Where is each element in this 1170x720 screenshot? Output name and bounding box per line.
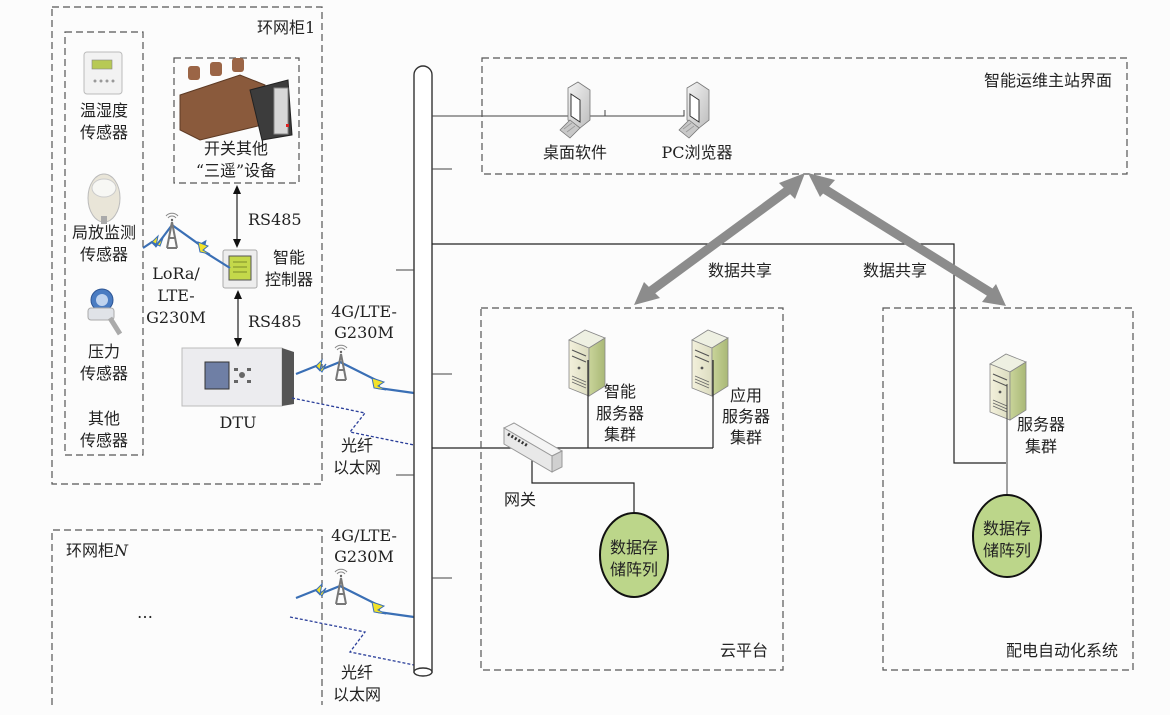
storage-link-cloud	[531, 448, 635, 515]
data-sharing-label: 数据共享	[708, 261, 772, 280]
desktop-computer-icon	[559, 81, 591, 139]
master-station-title: 智能运维主站界面	[984, 71, 1112, 90]
cloud-platform-title: 云平台	[720, 641, 768, 660]
smart-server-icon	[568, 329, 606, 397]
distribution-automation-boundary	[882, 307, 1134, 671]
app-server-label: 集群	[730, 428, 762, 447]
smart-server-label: 服务器	[596, 404, 644, 423]
app-server-label: 服务器	[722, 407, 770, 426]
sensor-label: 传感器	[80, 245, 128, 264]
ellipsis: …	[137, 603, 153, 622]
gateway-label: 网关	[504, 490, 536, 509]
distribution-server-label: 集群	[1025, 437, 1057, 456]
storage-label: 数据存	[610, 538, 658, 557]
switchgear-icon	[179, 58, 293, 141]
ring-unit-1-boundary	[51, 6, 323, 485]
pc-browser-link	[605, 110, 685, 117]
switch-device-label: 开关其他	[204, 139, 268, 158]
distribution-server-icon	[989, 353, 1027, 421]
smart-controller-icon	[222, 249, 258, 289]
pc-browser-label: PC浏览器	[661, 143, 732, 162]
sensor-label: 局放监测	[72, 223, 136, 242]
gateway-icon	[502, 422, 564, 473]
lora-label: LoRa/	[152, 264, 200, 283]
dtu-icon	[181, 347, 294, 407]
data-sharing-arrow-distribution	[808, 173, 1006, 306]
ring-unit-n-fiber-uplink	[289, 616, 415, 666]
dtu-wireless-uplink	[295, 358, 415, 395]
distribution-storage-array	[972, 494, 1042, 578]
controller-label: 控制器	[265, 270, 313, 289]
sensor-label: 传感器	[80, 123, 128, 142]
wireless-uplink-label: 4G/LTE-	[331, 526, 397, 545]
rs485-label-lower: RS485	[248, 312, 302, 331]
ring-unit-n-title-prefix: 环网柜	[66, 541, 114, 560]
distribution-server-label: 服务器	[1017, 415, 1065, 434]
temp-humidity-sensor-icon	[83, 51, 123, 95]
rs485-link-lower	[234, 290, 242, 347]
fiber-uplink-label: 以太网	[333, 458, 381, 477]
sensor-label: 其他	[88, 409, 120, 428]
ring-unit-n-title-suffix: N	[113, 541, 129, 560]
distribution-automation-title: 配电自动化系统	[1006, 641, 1118, 660]
pressure-sensor-icon	[87, 288, 123, 336]
sensor-label: 压力	[88, 342, 120, 361]
controller-label: 智能	[273, 248, 305, 267]
fiber-uplink-label: 以太网	[333, 685, 381, 704]
switch-device-label: “三遥”设备	[196, 161, 276, 180]
partial-discharge-sensor-icon	[87, 173, 121, 224]
ring-unit-n-title: 环网柜N	[66, 541, 129, 560]
app-server-label: 应用	[730, 386, 762, 405]
wireless-uplink-label: G230M	[334, 323, 394, 342]
storage-label: 储阵列	[983, 541, 1031, 560]
cloud-storage-array	[599, 512, 669, 598]
storage-label: 数据存	[983, 519, 1031, 538]
bus-to-distribution-link	[432, 243, 1006, 464]
data-sharing-arrow-cloud	[634, 173, 805, 305]
communication-bus	[396, 65, 452, 677]
desktop-software-label: 桌面软件	[543, 143, 607, 162]
cloud-platform-boundary	[480, 307, 784, 671]
dtu-label: DTU	[220, 413, 257, 432]
ring-unit-1-title: 环网柜1	[257, 18, 315, 37]
wireless-uplink-label: G230M	[334, 547, 394, 566]
sensor-group-boundary	[64, 31, 144, 456]
dtu-fiber-uplink	[291, 397, 415, 446]
fiber-uplink-label: 光纤	[341, 663, 373, 682]
sensor-label: 温湿度	[80, 101, 128, 120]
smart-server-label: 集群	[604, 425, 636, 444]
switch-device-boundary	[173, 57, 300, 184]
sensor-label: 传感器	[80, 364, 128, 383]
lora-label: LTE-	[157, 286, 194, 305]
ring-unit-n-boundary	[51, 529, 323, 705]
rs485-link-upper	[233, 185, 241, 248]
wireless-uplink-label: 4G/LTE-	[331, 302, 397, 321]
fiber-uplink-label: 光纤	[341, 436, 373, 455]
rs485-label-upper: RS485	[248, 210, 302, 229]
smart-server-label: 智能	[604, 382, 636, 401]
data-sharing-label: 数据共享	[863, 261, 927, 280]
lora-wireless-link	[142, 223, 231, 269]
app-server-icon	[691, 329, 729, 397]
sensor-label: 传感器	[80, 431, 128, 450]
storage-label: 储阵列	[610, 560, 658, 579]
ring-unit-n-wireless-uplink	[295, 582, 415, 619]
lora-label: G230M	[146, 308, 206, 327]
